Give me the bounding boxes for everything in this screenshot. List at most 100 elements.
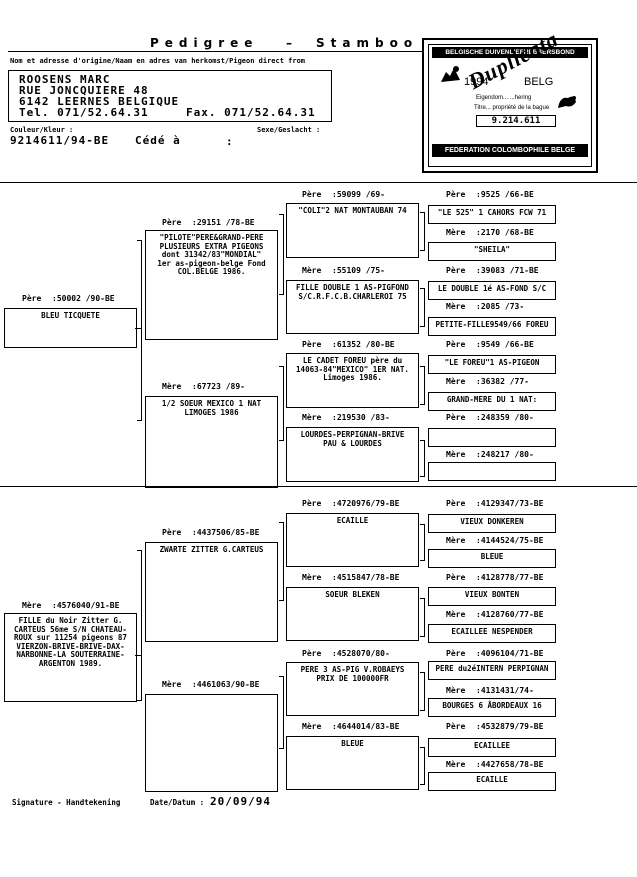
owner-city: 6142 LEERNES BELGIQUE xyxy=(19,95,180,108)
gen4-4-ring: :9549 /66-BE xyxy=(476,340,534,349)
date-label: Date/Datum : xyxy=(150,798,205,807)
gen3-5-box: SOEUR BLEKEN xyxy=(286,587,419,641)
owner-tel: Tel. 071/52.64.31 xyxy=(19,106,149,119)
bracket-g3-0-bottom xyxy=(420,250,425,251)
bracket-g3-2-bottom xyxy=(420,404,425,405)
gen4-8-ring: :4129347/73-BE xyxy=(476,499,544,508)
gen4-11-box: ECAILLEE NESPENDER xyxy=(428,624,556,643)
gen4-14-text: ECAILLEE xyxy=(473,741,511,750)
gen3-0-ring: :59099 /69- xyxy=(332,190,385,199)
gen2-1-ring: :67723 /89- xyxy=(192,382,245,391)
dam-box: FILLE du Noir Zitter G. CARTEUS 56me S/N… xyxy=(4,613,137,702)
bracket-g3-0-vert xyxy=(424,212,425,250)
owner-name: ROOSENS MARC xyxy=(19,73,111,86)
gen3-0-box: "COLI"2 NAT MONTAUBAN 74 xyxy=(286,203,419,258)
bracket-sire-top xyxy=(137,240,142,241)
gen2-0-text: "PILOTE"PERE&GRAND-PERE PLUSIEURS EXTRA … xyxy=(157,233,266,276)
gen4-1-label: Mère xyxy=(446,228,466,237)
gen3-7-text: BLEUE xyxy=(341,739,364,748)
gen4-2-label: Père xyxy=(446,266,466,275)
sex-label: Sexe/Geslacht : xyxy=(257,126,321,134)
gen3-6-text: PERE 3 AS-PIG V.ROBAEYS PRIX DE 100000FR xyxy=(300,665,405,683)
gen4-0-box: "LE 525" 1 CAHORS FCW 71 xyxy=(428,205,556,224)
gen4-13-box: BOURGES 6 ÅBORDEAUX 16 xyxy=(428,698,556,717)
gen4-14-ring: :4532879/79-BE xyxy=(476,722,544,731)
gen4-1-ring: :2170 /68-BE xyxy=(476,228,534,237)
bracket-g3-1-top xyxy=(420,288,425,289)
gen4-10-label: Père xyxy=(446,573,466,582)
gen3-2-box: LE CADET FOREU père du 14063-84"MEXICO" … xyxy=(286,353,419,408)
gen3-6-box: PERE 3 AS-PIG V.ROBAEYS PRIX DE 100000FR xyxy=(286,662,419,716)
stamp-inner-border xyxy=(428,44,592,167)
owner-street: RUE JONCQUIERE 48 xyxy=(19,84,149,97)
bracket-g3-2-top xyxy=(420,366,425,367)
gen4-9-label: Mère xyxy=(446,536,466,545)
gen3-3-label: Mère xyxy=(302,413,322,422)
gen4-13-label: Mère xyxy=(446,686,466,695)
gen4-3-label: Mère xyxy=(446,302,466,311)
gen4-15-ring: :4427658/78-BE xyxy=(476,760,544,769)
gen4-3-text: PETITE-FILLE9549/66 FOREU xyxy=(435,320,549,329)
gen4-4-label: Père xyxy=(446,340,466,349)
bracket-g3-5-vert xyxy=(424,598,425,636)
gen2-3-label: Mère xyxy=(162,680,182,689)
stamp-country: BELG xyxy=(524,76,554,88)
gen4-2-ring: :39083 /71-BE xyxy=(476,266,539,275)
gen4-3-box: PETITE-FILLE9549/66 FOREU xyxy=(428,317,556,336)
gen3-3-text: LOURDES-PERPIGNAN-BRIVE PAU & LOURDES xyxy=(300,430,405,448)
rooster-emblem-icon xyxy=(554,90,580,112)
gen4-14-box: ECAILLEE xyxy=(428,738,556,757)
sire-label: Père xyxy=(22,294,42,303)
gen4-2-box: LE DOUBLE 1é AS-FOND S/C xyxy=(428,281,556,300)
bracket-g2-1-top xyxy=(279,366,284,367)
gen4-0-label: Père xyxy=(446,190,466,199)
gen4-13-ring: :4131431/74- xyxy=(476,686,534,695)
bracket-g2-3-top xyxy=(279,676,284,677)
gen4-6-box xyxy=(428,428,556,447)
stamp-owner-line: Eigendom... ...hering xyxy=(476,95,532,101)
gen4-0-ring: :9525 /66-BE xyxy=(476,190,534,199)
gen2-0-box: "PILOTE"PERE&GRAND-PERE PLUSIEURS EXTRA … xyxy=(145,230,278,340)
title-dash: – xyxy=(286,36,298,50)
bracket-g3-4-top xyxy=(420,524,425,525)
gen3-7-box: BLEUE xyxy=(286,736,419,790)
bracket-g2-0-top xyxy=(279,214,284,215)
section-divider-top xyxy=(0,182,637,183)
gen3-1-text: FILLE DOUBLE 1 AS-PIGFOND S/C.R.F.C.B.CH… xyxy=(296,283,409,301)
gen4-7-box xyxy=(428,462,556,481)
bracket-g2-1-bottom xyxy=(279,440,284,441)
federation-stamp: BELGISCHE DUIVENLIEFHEBBERSBOND 1994 BEL… xyxy=(422,26,598,173)
stamp-ring-line: Titre... propriété de la bague xyxy=(474,105,550,111)
sire-ring: :50002 /90-BE xyxy=(52,294,115,303)
link-sire xyxy=(135,328,141,329)
sire-text: BLEU TICQUETE xyxy=(41,311,100,320)
gen3-5-label: Mère xyxy=(302,573,322,582)
stamp-number: 9.214.611 xyxy=(476,115,556,127)
bracket-g2-2-top xyxy=(279,522,284,523)
dam-text: FILLE du Noir Zitter G. CARTEUS 56me S/N… xyxy=(14,616,127,668)
gen2-3-box xyxy=(145,694,278,792)
bracket-dam-top xyxy=(137,550,142,551)
gen4-14-label: Père xyxy=(446,722,466,731)
gen3-2-ring: :61352 /80-BE xyxy=(332,340,395,349)
gen2-0-label: Père xyxy=(162,218,182,227)
bracket-g3-7-vert xyxy=(424,747,425,784)
gen4-4-box: "LE FOREU"1 AS-PIGEON xyxy=(428,355,556,374)
bracket-dam-bottom xyxy=(137,700,142,701)
link-dam xyxy=(135,655,141,656)
section-divider-middle xyxy=(0,486,637,487)
gen3-4-ring: :4720976/79-BE xyxy=(332,499,400,508)
bracket-g3-5-top xyxy=(420,598,425,599)
bracket-g3-1-vert xyxy=(424,288,425,326)
bracket-g3-6-top xyxy=(420,672,425,673)
gen4-6-label: Père xyxy=(446,413,466,422)
bracket-g3-4-vert xyxy=(424,524,425,560)
color-label: Couleur/Kleur : xyxy=(10,126,74,134)
bracket-g3-0-top xyxy=(420,212,425,213)
bracket-g3-6-bottom xyxy=(420,710,425,711)
stamp-year: 1994 xyxy=(464,76,489,88)
gen3-2-text: LE CADET FOREU père du 14063-84"MEXICO" … xyxy=(296,356,409,382)
origin-label: Nom et adresse d'origine/Naam en adres v… xyxy=(10,57,306,65)
gen2-0-ring: :29151 /78-BE xyxy=(192,218,255,227)
gen4-0-text: "LE 525" 1 CAHORS FCW 71 xyxy=(437,208,547,217)
